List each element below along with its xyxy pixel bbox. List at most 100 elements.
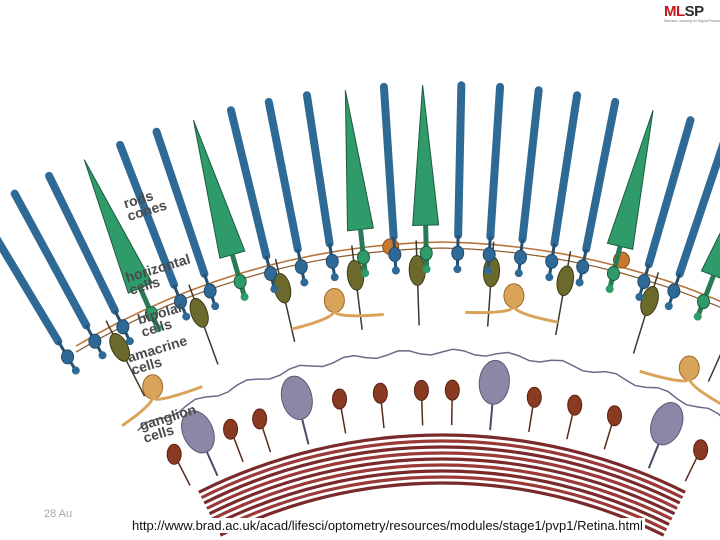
cone-nucleus [696,294,710,310]
rod-cell [152,127,220,311]
amacrine-cell [678,355,700,381]
rod-cell [451,81,466,274]
synaptic-terminal [664,302,673,311]
rod-outer-segment [518,86,543,244]
ganglion-cell-body [280,375,313,420]
synaptic-terminal [545,273,554,282]
ganglion-cell-body [181,410,215,454]
small-ganglion-cell [606,405,622,427]
nerve-fiber [214,469,670,526]
bipolar-process [707,353,720,382]
rod-outer-segment [152,127,209,278]
mlsp-logo-text: MLSP [664,3,704,20]
small-ganglion-cell [444,379,460,401]
synaptic-terminal [635,292,644,301]
cone-nucleus [419,245,433,261]
rod-outer-segment [644,116,695,269]
rod-cell [45,171,134,346]
amacrine-cell [503,283,525,309]
rod-cell [116,140,191,321]
rod-outer-segment [0,236,63,346]
synaptic-terminal [605,285,614,294]
bipolar-cell-body [109,333,131,362]
rod-nucleus [637,274,651,290]
small-ganglion-cell [693,439,709,461]
synaptic-terminal [453,265,462,274]
cone-cell [83,159,162,333]
rod-outer-segment [454,81,466,240]
cone-outer-segment [606,110,654,250]
synaptic-terminal [182,312,191,321]
cone-cell [344,90,374,278]
nerve-fiber-layer [198,433,686,537]
cone-cell [193,120,249,301]
slide-date: 28 Au [44,508,73,520]
rod-cell [10,189,107,360]
small-ganglion-cell [223,418,239,440]
synaptic-terminal [330,273,339,282]
ganglion-cell-body [650,402,684,446]
nerve-fiber [203,445,681,505]
synaptic-terminal [422,265,431,274]
nerve-fiber [219,481,665,537]
rod-nucleus [325,253,339,269]
cone-nucleus [233,274,247,290]
nerve-fiber [200,439,684,500]
synaptic-terminal [693,312,702,321]
rod-cell [664,141,720,311]
rod-cell [379,82,402,275]
small-ganglion-cell [413,379,429,401]
small-ganglion-cell [166,443,182,465]
cone-outer-segment [193,120,246,259]
amacrine-process [465,305,559,324]
small-ganglion-cell [332,388,348,410]
synaptic-terminal [391,266,400,275]
rod-outer-segment [582,97,620,254]
rod-nucleus [482,247,496,263]
cone-nucleus [356,249,370,265]
mlsp-logo-subtitle: Machine Learning for Signal Processing [664,19,720,23]
photoreceptor-layer [0,81,720,375]
cone-cell [693,232,720,321]
synaptic-terminal [361,269,370,278]
cone-nucleus [606,266,620,282]
synaptic-terminal [240,292,249,301]
rod-cell [514,86,543,278]
cone-outer-segment [412,85,440,226]
nerve-fiber [216,475,668,532]
synaptic-terminal [98,351,107,360]
rod-outer-segment [302,91,334,248]
rod-nucleus [667,283,681,299]
rod-outer-segment [116,140,179,289]
inner-plexiform-layer [75,238,720,432]
nerve-fiber [198,433,686,494]
cone-cell [605,110,654,294]
amacrine-cell [142,374,164,400]
ganglion-cell-body [478,359,510,405]
rod-cell [635,116,695,301]
rod-nucleus [203,283,217,299]
rod-nucleus [388,247,402,263]
synaptic-terminal [300,278,309,287]
rod-nucleus [264,266,278,282]
rod-nucleus [576,259,590,275]
rod-nucleus [545,253,559,269]
ganglion-cell-layer [166,359,709,486]
synaptic-terminal [484,266,493,275]
cone-outer-segment [344,90,374,232]
synaptic-terminal [270,285,279,294]
rod-nucleus [88,333,102,349]
amacrine-cell [323,287,345,313]
rod-outer-segment [486,82,505,241]
rod-nucleus [451,245,465,261]
synaptic-terminal [514,269,523,278]
rod-cell [264,97,309,287]
synaptic-terminal [211,302,220,311]
rod-outer-segment [10,189,91,330]
synaptic-terminal [575,278,584,287]
rod-outer-segment [379,82,398,241]
horizontal-processes [75,247,720,353]
synaptic-terminal [71,366,80,375]
rod-nucleus [116,319,130,335]
